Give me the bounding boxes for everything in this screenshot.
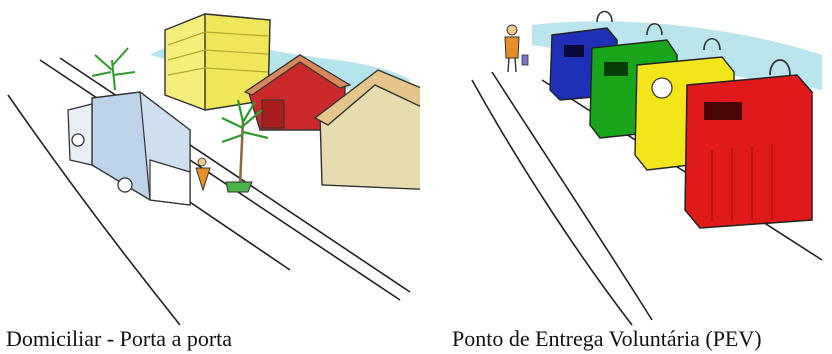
door-to-door-illustration	[7, 13, 420, 326]
plant-icon	[91, 47, 136, 91]
red-house	[243, 54, 352, 131]
red-bin	[684, 59, 813, 229]
drop-off-point-illustration	[471, 10, 823, 326]
worker-figure	[195, 157, 211, 192]
tan-house	[313, 69, 420, 190]
garbage-truck	[67, 90, 191, 206]
door-to-door-illustration-panel: Domiciliar - Porta a porta	[6, 13, 420, 351]
sidewalk-lines	[471, 71, 823, 326]
person-figure	[504, 24, 529, 73]
caption-door-to-door: Domiciliar - Porta a porta	[6, 326, 233, 351]
drop-off-point-illustration-panel: Ponto de Entrega Voluntária (PEV)	[432, 0, 832, 354]
tree-icon	[221, 99, 269, 193]
caption-drop-off-point: Ponto de Entrega Voluntária (PEV)	[452, 326, 762, 351]
